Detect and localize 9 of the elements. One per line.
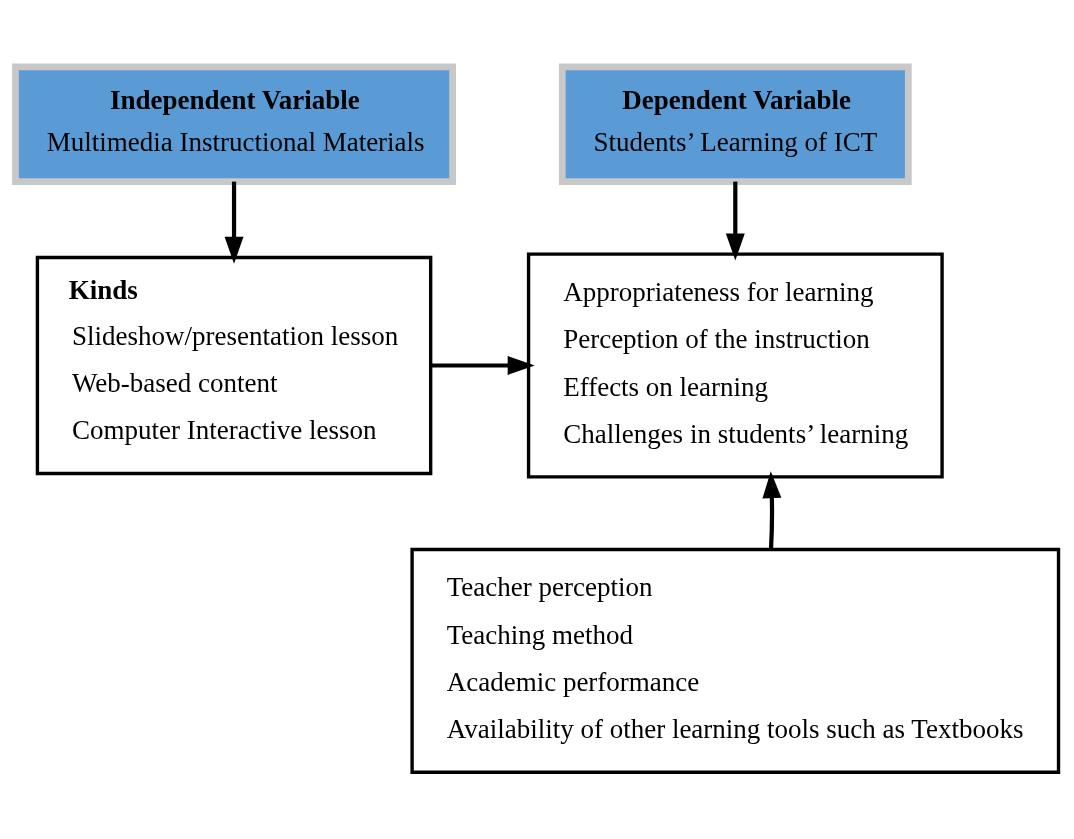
- node-box: Independent Variable Multimedia Instructional Materials: [12, 63, 456, 185]
- node-box: Dependent Variable Students’ Learning of ICT: [558, 63, 912, 185]
- arrow: [725, 181, 745, 261]
- arrow: [224, 181, 244, 264]
- node-box: Kinds Slideshow/presentation lesson Web-based content Computer Interactive lesson: [35, 255, 433, 476]
- node-box: Appropriateness for learning Perception of the instruction Effects on learning Challenges in students’ learning: [526, 252, 944, 479]
- arrow: [762, 471, 782, 550]
- node-box: Teacher perception Teaching method Academic performance Availability of other learning tools such as Textbooks: [410, 547, 1061, 774]
- arrow: [430, 356, 535, 375]
